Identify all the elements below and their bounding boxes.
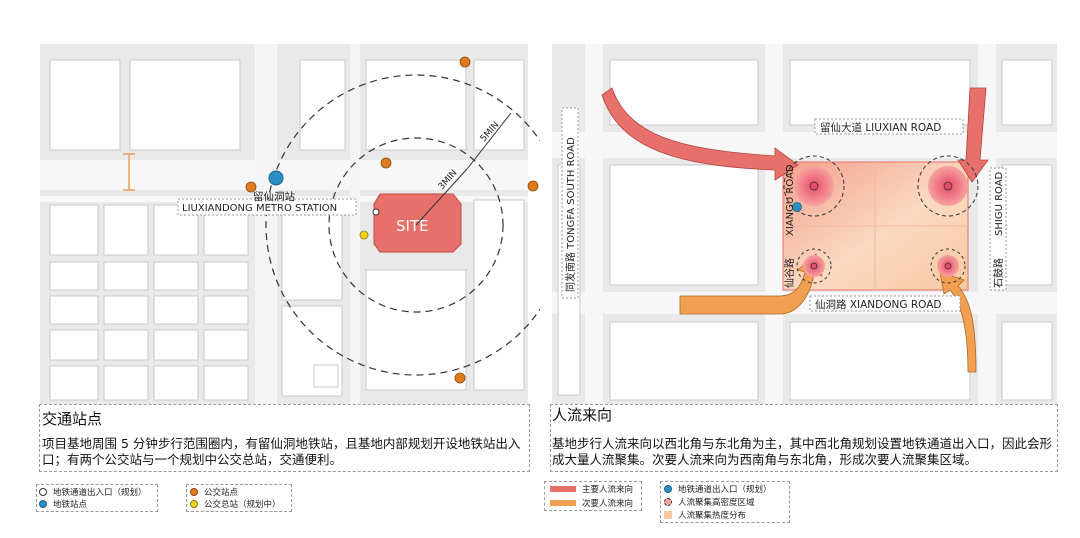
bus-stop-icon [527,180,539,192]
main-flow-arrow-northwest [601,87,799,181]
legend-item-crowd-density: 人流聚集高密度区域 [664,496,755,508]
transit-map: 留仙洞站 LIUXIANDONG METRO STATION SITE 3MIN… [40,44,540,404]
road-east-en-label: SHIGU ROAD [994,171,1005,236]
metro-entrance-planned-icon [39,488,47,496]
road-west-label: 同发南路 TONGFA SOUTH ROAD [564,137,577,292]
road-east-cn-label: 石鼓路 [992,258,1005,288]
bus-terminal-planned-icon [190,500,198,508]
heat-distribution-icon [664,511,672,519]
road-south-label: 仙洞路 XIANDONG ROAD [815,298,942,311]
station-name-cn: 留仙洞站 [253,190,295,203]
metro-entrance-icon [792,202,802,212]
left-panel: 留仙洞站 LIUXIANDONG METRO STATION SITE 3MIN… [36,44,540,512]
legend-item-heat-distribution: 人流聚集热度分布 [664,509,746,521]
legend-item-bus-stop: 公交站点 [190,486,238,498]
station-name-en: LIUXIANDONG METRO STATION [182,203,337,214]
bus-terminal-planned-icon [359,230,369,240]
bus-stop-icon [380,157,392,169]
main-flow-arrow-northeast [957,87,989,183]
legend-item-metro-entrance: 地铁通道出入口（规划） [664,483,772,495]
left-caption-box [39,404,530,472]
legend-item-metro-station: 地铁站点 [39,498,87,510]
bus-stop-icon [454,372,466,384]
legend-item-metro-entrance: 地铁通道出入口（规划） [39,486,147,498]
right-caption-box [550,404,1058,472]
secondary-flow-bar-icon [550,500,576,506]
road-mid-en-label: XIANGU ROAD [785,164,796,236]
right-panel: 留仙大道 LIUXIAN ROAD 仙洞路 XIANDONG ROAD 同发南路… [540,0,1080,538]
crowd-density-icon [664,498,672,506]
crowd-density-hotspots [783,155,979,284]
right-caption-text: 基地步行人流来向以西北角与东北角为主，其中西北角规划设置地铁通道出入口，因此会形… [552,436,1053,467]
left-caption-text: 项目基地周围 5 分钟步行范围圈内，有留仙洞地铁站，且基地内部规划开设地铁站出入… [42,436,521,467]
road-north-label: 留仙大道 LIUXIAN ROAD [820,121,941,134]
bus-stop-icon [190,488,198,496]
site-label: SITE [396,217,429,235]
metro-station-icon [39,500,47,508]
left-caption-title: 交通站点 [42,410,103,428]
road-mid-cn-label: 仙谷路 [783,258,796,288]
main-flow-bar-icon [550,486,576,492]
legend-item-main-flow: 主要人流来向 [550,483,633,495]
metro-entrance-planned-icon [372,208,380,216]
legend-item-bus-terminal: 公交总站（规划中） [190,498,281,510]
bus-stop-icon [459,56,471,68]
legend-item-secondary-flow: 次要人流来向 [550,497,633,509]
metro-station-icon [268,170,284,186]
metro-entrance-icon [664,485,672,493]
pedestrian-flow-map: 留仙大道 LIUXIAN ROAD 仙洞路 XIANDONG ROAD 同发南路… [552,44,1057,404]
right-caption-title: 人流来向 [552,406,613,424]
bus-stop-icon [245,181,257,193]
